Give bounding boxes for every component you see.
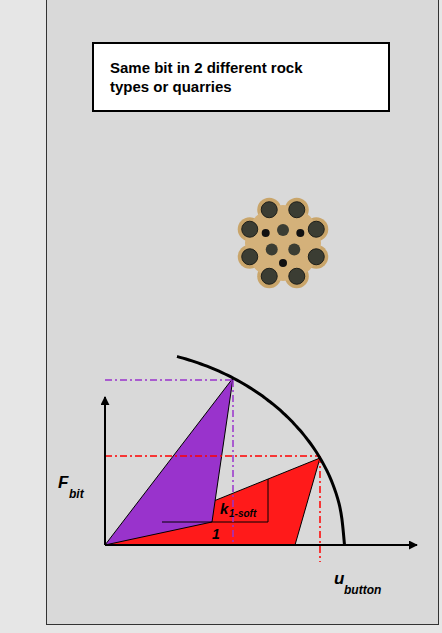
- flush-hole: [279, 259, 287, 267]
- slope-line: [162, 522, 268, 523]
- axis-label: u: [334, 570, 344, 587]
- gauge-button: [242, 249, 258, 265]
- axis-label: F: [58, 474, 68, 491]
- slope-run: 1: [212, 527, 220, 541]
- purple-dash: [232, 380, 234, 545]
- front-button: [277, 224, 289, 236]
- gauge-button: [289, 268, 305, 284]
- gauge-button: [261, 268, 277, 284]
- axis-subscript: button: [344, 584, 381, 596]
- red-dash: [105, 455, 320, 457]
- title-text: Same bit in 2 different rock types or qu…: [110, 58, 310, 96]
- front-button: [266, 244, 278, 256]
- gauge-button: [242, 221, 258, 237]
- drill-bit-image: [238, 198, 329, 289]
- gauge-button: [289, 202, 305, 218]
- y-axis: [104, 397, 106, 545]
- gauge-button: [308, 249, 324, 265]
- envelope-curve: [177, 357, 345, 545]
- flush-hole: [262, 229, 270, 237]
- gauge-button: [261, 202, 277, 218]
- flush-hole: [296, 229, 304, 237]
- purple-dash: [105, 379, 233, 381]
- slope-line: [268, 479, 269, 522]
- purple-triangle: [105, 378, 233, 545]
- slope-subscript: 1-soft: [229, 509, 256, 519]
- x-axis: [105, 544, 417, 546]
- gauge-button: [308, 221, 324, 237]
- front-button: [288, 244, 300, 256]
- axis-subscript: bit: [69, 488, 84, 500]
- bit-body: [245, 205, 321, 281]
- slope-label: k: [220, 501, 228, 516]
- title-box: Same bit in 2 different rock types or qu…: [92, 42, 390, 112]
- red-dash: [319, 456, 321, 562]
